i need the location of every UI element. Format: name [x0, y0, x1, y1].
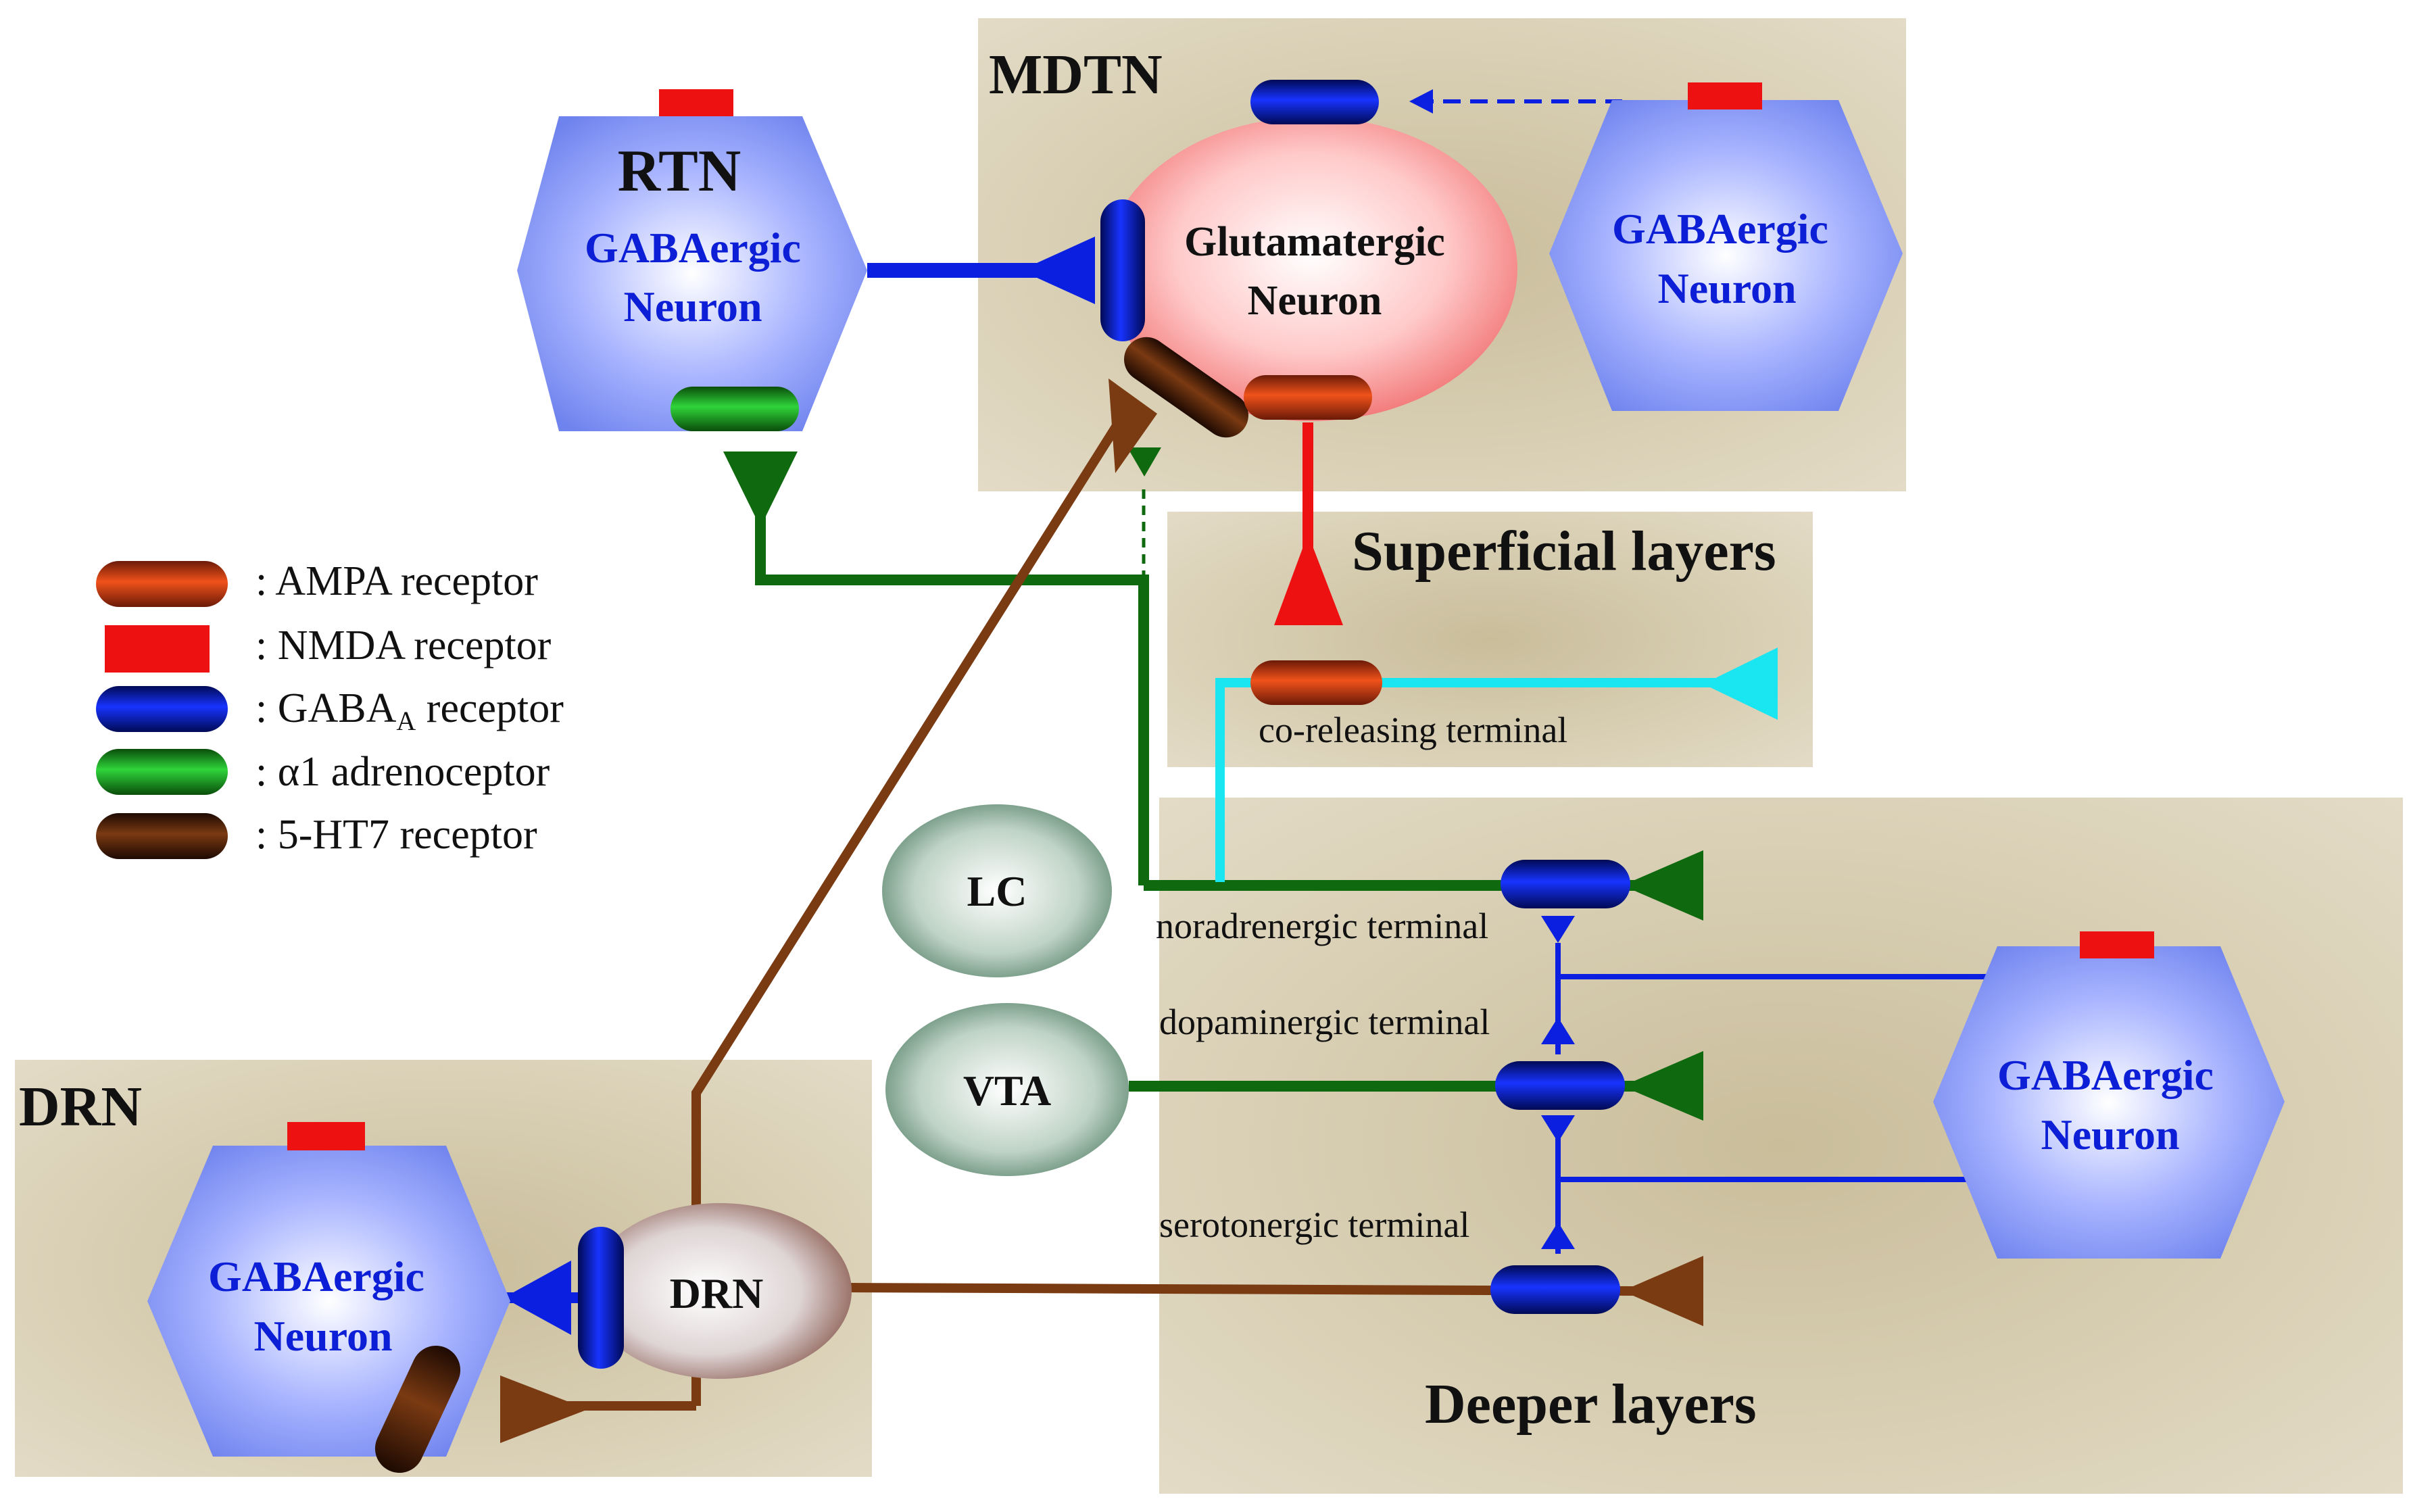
gaba-a-receptor-drn	[578, 1227, 624, 1369]
rtn-gabaergic-neuron	[517, 116, 867, 431]
glutamate-projection	[1274, 422, 1343, 625]
drn-gaba-label-1: GABAergic	[208, 1252, 424, 1300]
nmda-receptor-deeper	[2080, 931, 2154, 958]
drn-gaba-label-2: Neuron	[253, 1312, 392, 1360]
drn-nucleus-label: DRN	[670, 1269, 764, 1317]
mdtn-title: MDTN	[989, 43, 1163, 106]
mdtn-gabaergic-neuron	[1549, 100, 1903, 411]
glutamatergic-label-1: Glutamatergic	[1184, 219, 1445, 265]
noradrenergic-terminal-label: noradrenergic terminal	[1156, 906, 1488, 946]
drn-region-title: DRN	[19, 1075, 142, 1138]
gaba-terminal-arrow-mdtn	[1409, 89, 1433, 114]
ampa-receptor-icon	[96, 561, 228, 607]
legend-gaba-a-prefix: : GABA	[255, 685, 397, 731]
gaba-a-receptor-serotonergic	[1490, 1265, 1620, 1314]
legend-nmda-label: : NMDA receptor	[255, 623, 552, 668]
nmda-receptor-rtn	[659, 89, 733, 116]
superficial-layers-title: Superficial layers	[1352, 520, 1776, 583]
serotonergic-terminal-arrow-mdtn	[1109, 379, 1157, 473]
deeper-gaba-label-2: Neuron	[2041, 1111, 2179, 1159]
dopaminergic-terminal-arrow	[1622, 1051, 1703, 1121]
gaba-a-receptor-noradrenergic	[1501, 860, 1630, 908]
serotonergic-terminal-label: serotonergic terminal	[1159, 1204, 1469, 1245]
co-releasing-label: co-releasing terminal	[1259, 710, 1567, 750]
gaba-terminal-arrow-drn	[504, 1261, 571, 1335]
glutamatergic-neuron	[1105, 117, 1517, 421]
nmda-receptor-drn	[287, 1122, 365, 1150]
lc-label: LC	[967, 867, 1027, 915]
gaba-terminal-arrow-rtn	[1021, 237, 1095, 304]
nmda-receptor-icon	[105, 625, 210, 673]
dopaminergic-terminal-label: dopaminergic terminal	[1159, 1002, 1490, 1042]
deeper-layers-title: Deeper layers	[1425, 1373, 1757, 1436]
alpha1-adrenoceptor-icon	[96, 749, 228, 795]
drn-gabaergic-neuron	[147, 1146, 510, 1457]
superficial-layers-region	[1167, 512, 1813, 767]
serotonergic-terminal-arrow-drn	[500, 1375, 588, 1443]
lc-nucleus	[882, 804, 1112, 977]
serotonergic-terminal-arrow-deeper	[1622, 1256, 1703, 1326]
legend-gaba-a-suffix: receptor	[416, 685, 564, 731]
5ht7-receptor-icon	[96, 813, 228, 859]
gaba-a-receptor-dopaminergic	[1495, 1061, 1625, 1110]
rtn-title: RTN	[618, 139, 741, 204]
5ht7-receptor-mdtn	[1124, 337, 1248, 438]
nmda-receptor-mdtn-gaba	[1688, 82, 1762, 109]
legend-alpha1-label: : α1 adrenoceptor	[255, 749, 550, 795]
drn-nucleus	[588, 1203, 852, 1379]
co-releasing-terminal-arrow	[1703, 648, 1778, 720]
ampa-receptor-superficial	[1250, 660, 1382, 705]
legend: : AMPA receptor : NMDA receptor : GABAA …	[96, 558, 564, 859]
ampa-receptor-mdtn	[1244, 375, 1372, 420]
alpha1-adrenoceptor-rtn	[671, 387, 799, 431]
legend-gaba-a-label: : GABAA receptor	[255, 685, 564, 736]
vta-nucleus	[885, 1003, 1129, 1176]
noradrenergic-terminal-arrow-rtn	[723, 452, 798, 527]
vta-label: VTA	[963, 1067, 1051, 1115]
gaba-projections	[500, 89, 1987, 1335]
co-releasing-pathway	[1215, 648, 1778, 882]
gaba-a-receptor-mdtn-top	[1250, 80, 1379, 124]
noradrenergic-terminal-arrow-deeper	[1622, 850, 1703, 921]
mdtn-gaba-label-1: GABAergic	[1612, 205, 1828, 253]
glutamatergic-label-2: Neuron	[1248, 278, 1382, 324]
legend-5ht7-label: : 5-HT7 receptor	[255, 812, 537, 858]
noradrenergic-terminal-arrow-mdtn	[1127, 447, 1161, 477]
5ht7-receptor-drn	[374, 1345, 461, 1473]
mdtn-gaba-label-2: Neuron	[1657, 264, 1796, 312]
deeper-gabaergic-neuron	[1933, 946, 2285, 1259]
deeper-gaba-label-1: GABAergic	[1997, 1051, 2214, 1099]
legend-gaba-a-subscript: A	[396, 706, 416, 736]
gaba-a-receptor-icon	[96, 686, 228, 732]
gaba-a-receptor-mdtn-left	[1100, 199, 1145, 341]
rtn-neuron-label-2: Neuron	[623, 283, 762, 331]
glutamate-terminal-arrow	[1274, 534, 1343, 625]
legend-ampa-label: : AMPA receptor	[255, 558, 538, 604]
rtn-neuron-label-1: GABAergic	[585, 224, 801, 272]
